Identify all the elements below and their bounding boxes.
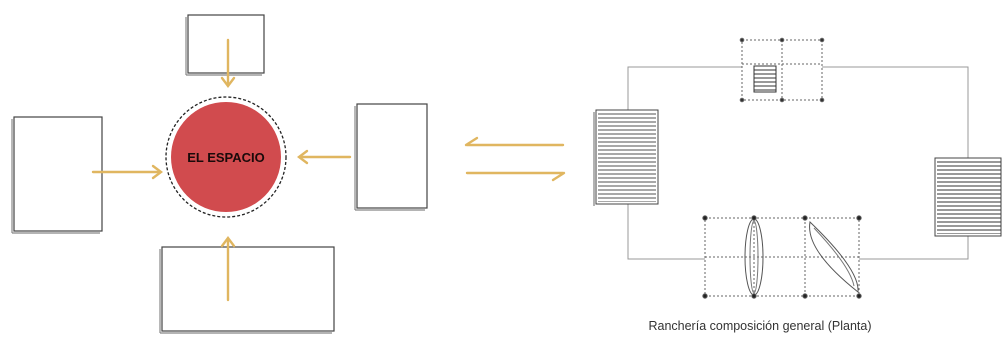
plan-caption: Ranchería composición general (Planta) — [648, 319, 871, 333]
bidirectional-arrows-icon — [464, 136, 566, 182]
plan-bottom-modules — [702, 215, 862, 299]
plan-drawing: Ranchería composición general (Planta) — [593, 37, 1002, 333]
top-box — [185, 14, 265, 76]
center-space-node: EL ESPACIO — [165, 96, 287, 218]
concept-diagram: EL ESPACIO — [11, 14, 428, 334]
arrow-from-bottom-icon — [220, 236, 236, 302]
center-label: EL ESPACIO — [187, 150, 265, 165]
plan-right-block — [934, 157, 1002, 237]
arrow-from-left-icon — [91, 164, 163, 180]
arrow-from-top-icon — [220, 38, 236, 88]
arrow-from-right-icon — [297, 149, 352, 165]
plan-top-module — [739, 37, 825, 103]
plan-left-block — [593, 109, 659, 206]
left-box — [11, 116, 103, 234]
right-box — [354, 103, 428, 211]
bottom-box — [159, 246, 335, 334]
